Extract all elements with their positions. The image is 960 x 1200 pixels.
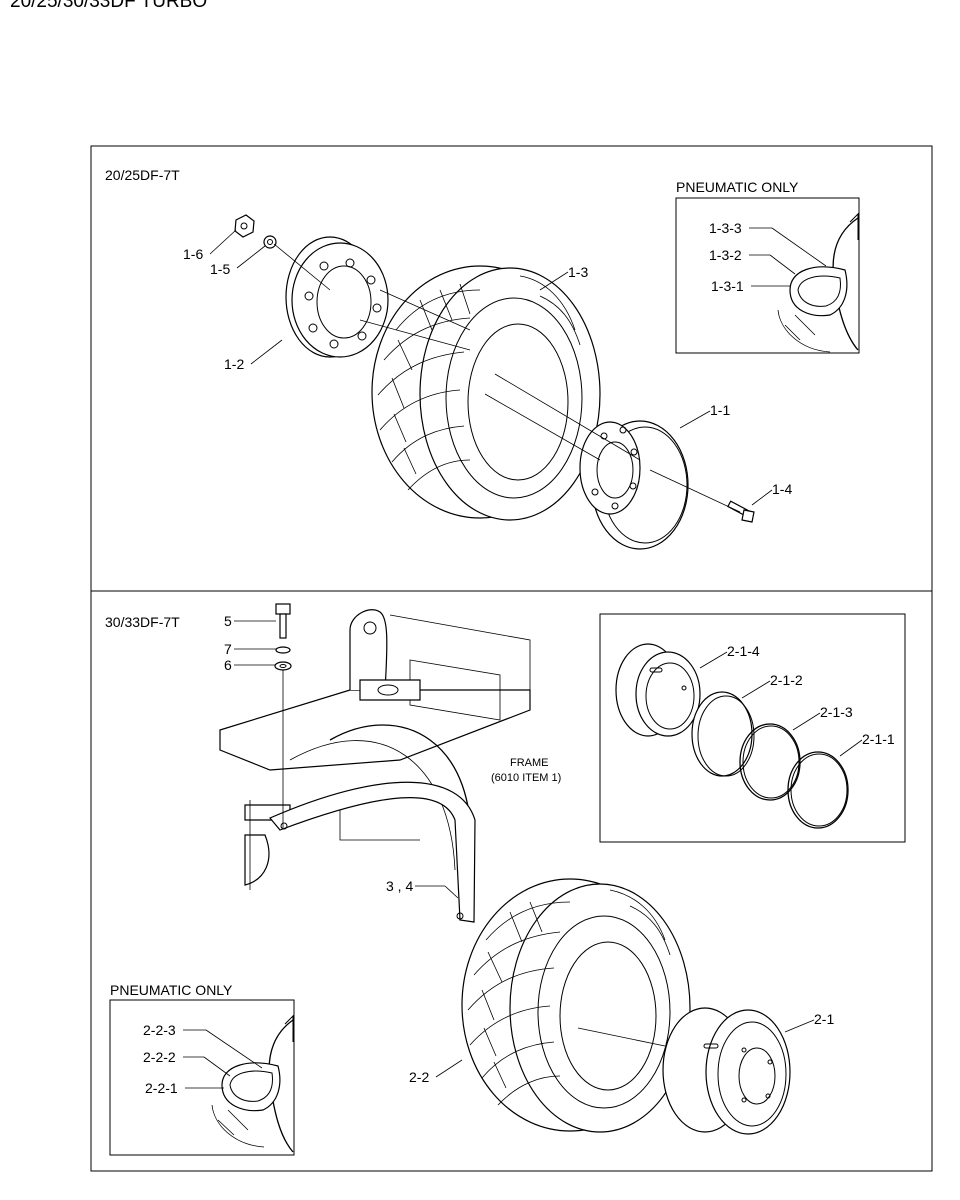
inset-top-title: PNEUMATIC ONLY: [676, 179, 799, 195]
label-7: 7: [224, 641, 232, 657]
rim-half-1-2: [285, 236, 389, 358]
inset-bottom-box: [109, 999, 295, 1156]
label-1-2: 1-2: [224, 356, 244, 372]
label-1-1: 1-1: [710, 402, 730, 418]
inset-bottom-tube-detail: [211, 1014, 294, 1153]
rim-half-1-1: [579, 420, 689, 550]
frame-ref: (6010 ITEM 1): [491, 772, 561, 784]
rim-2-1-4: [615, 643, 701, 737]
frame-label: FRAME: [510, 757, 549, 769]
inset-top-box: [675, 197, 860, 354]
washer-1-5: [263, 235, 277, 249]
tire-1-3: [371, 265, 601, 521]
label-2-1-4: 2-1-4: [727, 643, 760, 659]
washer-7: [275, 646, 291, 654]
frame-structure: [219, 609, 531, 890]
inset-rim-parts-box: [599, 613, 906, 843]
label-2-2-3: 2-2-3: [143, 1022, 176, 1038]
label-2-2-1: 2-2-1: [145, 1080, 178, 1096]
label-2-1: 2-1: [814, 1011, 834, 1027]
fender-3-4: [269, 781, 476, 923]
tire-2-2: [461, 878, 691, 1133]
bolt-1-4: [727, 500, 755, 523]
nut-1-6: [234, 214, 255, 238]
label-1-3-2: 1-3-2: [709, 247, 742, 263]
bolt-5: [275, 603, 291, 639]
ring-2-1-1: [787, 751, 849, 829]
inset-top-tube-detail: [777, 212, 859, 353]
label-6: 6: [224, 657, 232, 673]
section-top-title: 20/25DF-7T: [105, 167, 180, 183]
label-2-2: 2-2: [409, 1069, 429, 1085]
label-1-4: 1-4: [772, 481, 792, 497]
ring-2-1-3: [739, 723, 801, 801]
assembly-lines-top: [273, 243, 741, 513]
label-5: 5: [224, 613, 232, 629]
washer-6: [274, 661, 292, 671]
ring-2-1-2: [691, 691, 755, 777]
label-1-3-3: 1-3-3: [709, 220, 742, 236]
label-2-2-2: 2-2-2: [143, 1049, 176, 1065]
inset-bottom-title: PNEUMATIC ONLY: [110, 982, 233, 998]
label-1-3-1: 1-3-1: [711, 278, 744, 294]
page-header: 20/25/30/33DF TURBO: [10, 0, 208, 12]
label-1-6: 1-6: [183, 246, 203, 262]
label-2-1-1: 2-1-1: [862, 731, 895, 747]
rim-2-1: [662, 1007, 791, 1135]
section-bottom-title: 30/33DF-7T: [105, 614, 180, 630]
label-2-1-3: 2-1-3: [820, 704, 853, 720]
label-3-4: 3 , 4: [386, 878, 413, 894]
label-1-3: 1-3: [568, 264, 588, 280]
label-1-5: 1-5: [210, 261, 230, 277]
label-2-1-2: 2-1-2: [770, 672, 803, 688]
outer-frame: [90, 145, 933, 1172]
